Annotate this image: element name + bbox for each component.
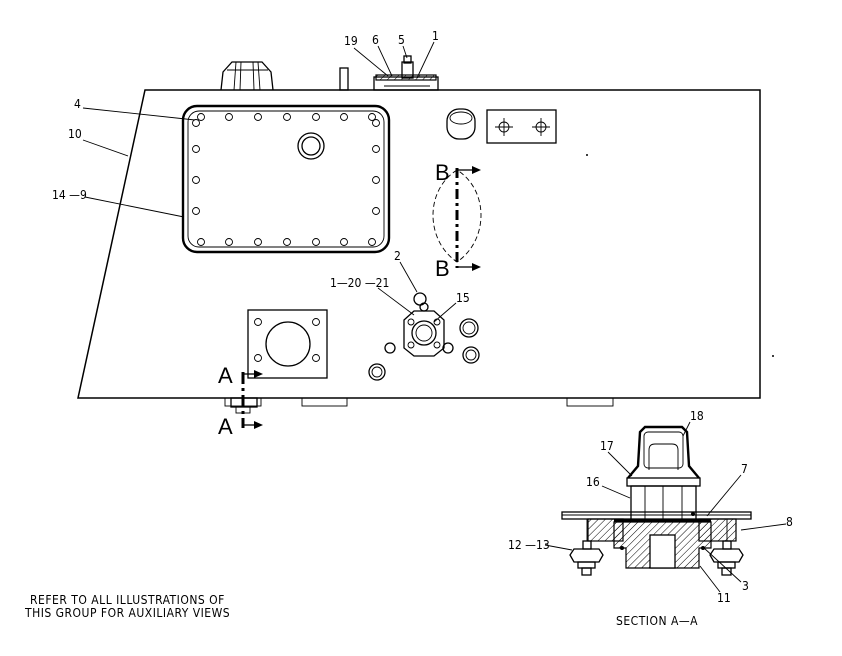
cover-bolt <box>368 238 376 246</box>
cover-bolt <box>312 238 320 246</box>
callout-8: 8 <box>786 515 793 529</box>
section-a-label-bottom: A <box>218 414 233 439</box>
cover-bolt <box>225 238 233 246</box>
access-cover <box>181 104 391 254</box>
top-fitting <box>373 55 439 91</box>
callout-1: 1 <box>432 29 439 43</box>
callout-5: 5 <box>398 33 405 47</box>
breather-pipe <box>339 67 349 91</box>
callout-18: 18 <box>690 409 704 423</box>
cover-bolt <box>197 238 205 246</box>
boss-fitting <box>446 108 476 140</box>
small-fittings <box>368 318 480 381</box>
cover-bolt <box>225 113 233 121</box>
cover-bolt <box>192 119 200 127</box>
section-a-a-detail <box>561 425 752 576</box>
cover-bolt <box>312 113 320 121</box>
callout-14-9: 14 —9 <box>52 188 87 202</box>
section-b-indicator: B B <box>432 160 482 281</box>
cover-bolt <box>283 238 291 246</box>
cover-bolt <box>254 238 262 246</box>
callout-17: 17 <box>600 439 614 453</box>
cover-bolt <box>340 238 348 246</box>
leader-lines <box>82 41 787 593</box>
note-line-1: REFER TO ALL ILLUSTRATIONS OF <box>30 593 225 607</box>
section-title: SECTION A—A <box>616 614 698 628</box>
cover-bolt <box>340 113 348 121</box>
notes: REFER TO ALL ILLUSTRATIONS OF THIS GROUP… <box>24 593 698 628</box>
cover-bolt <box>192 207 200 215</box>
callout-3: 3 <box>742 579 749 593</box>
callout-16: 16 <box>586 475 600 489</box>
cover-bolt <box>372 119 380 127</box>
callout-2: 2 <box>394 249 401 263</box>
section-b-label-bottom: B <box>435 256 450 281</box>
callout-6: 6 <box>372 33 379 47</box>
cover-bolt <box>283 113 291 121</box>
flange <box>384 302 454 357</box>
note-line-2: THIS GROUP FOR AUXILIARY VIEWS <box>24 606 230 620</box>
cover-bolt <box>372 145 380 153</box>
cover-bolt <box>197 113 205 121</box>
section-b-label-top: B <box>435 160 450 185</box>
cover-bolt <box>192 145 200 153</box>
drain-plate <box>247 309 328 379</box>
callout-1-20-21: 1—20 —21 <box>330 276 389 290</box>
cover-bolt <box>192 176 200 184</box>
section-a-indicator: A A <box>218 363 263 439</box>
cover-bolt <box>254 113 262 121</box>
cover-bolts <box>192 113 380 246</box>
callout-labels: 19 6 5 1 4 10 14 —9 2 1—20 —21 15 18 17 … <box>52 29 793 605</box>
callout-11: 11 <box>717 591 731 605</box>
cover-bolt <box>372 176 380 184</box>
callout-12-13: 12 —13 <box>508 538 550 552</box>
callout-4: 4 <box>74 97 81 111</box>
callout-10: 10 <box>68 127 82 141</box>
callout-15: 15 <box>456 291 470 305</box>
section-a-label-top: A <box>218 363 233 388</box>
filler-cap <box>220 61 274 91</box>
callout-19: 19 <box>344 34 358 48</box>
callout-7: 7 <box>741 462 748 476</box>
cover-bolt <box>372 207 380 215</box>
cover-bolt <box>368 113 376 121</box>
mounting-bracket <box>486 109 557 144</box>
